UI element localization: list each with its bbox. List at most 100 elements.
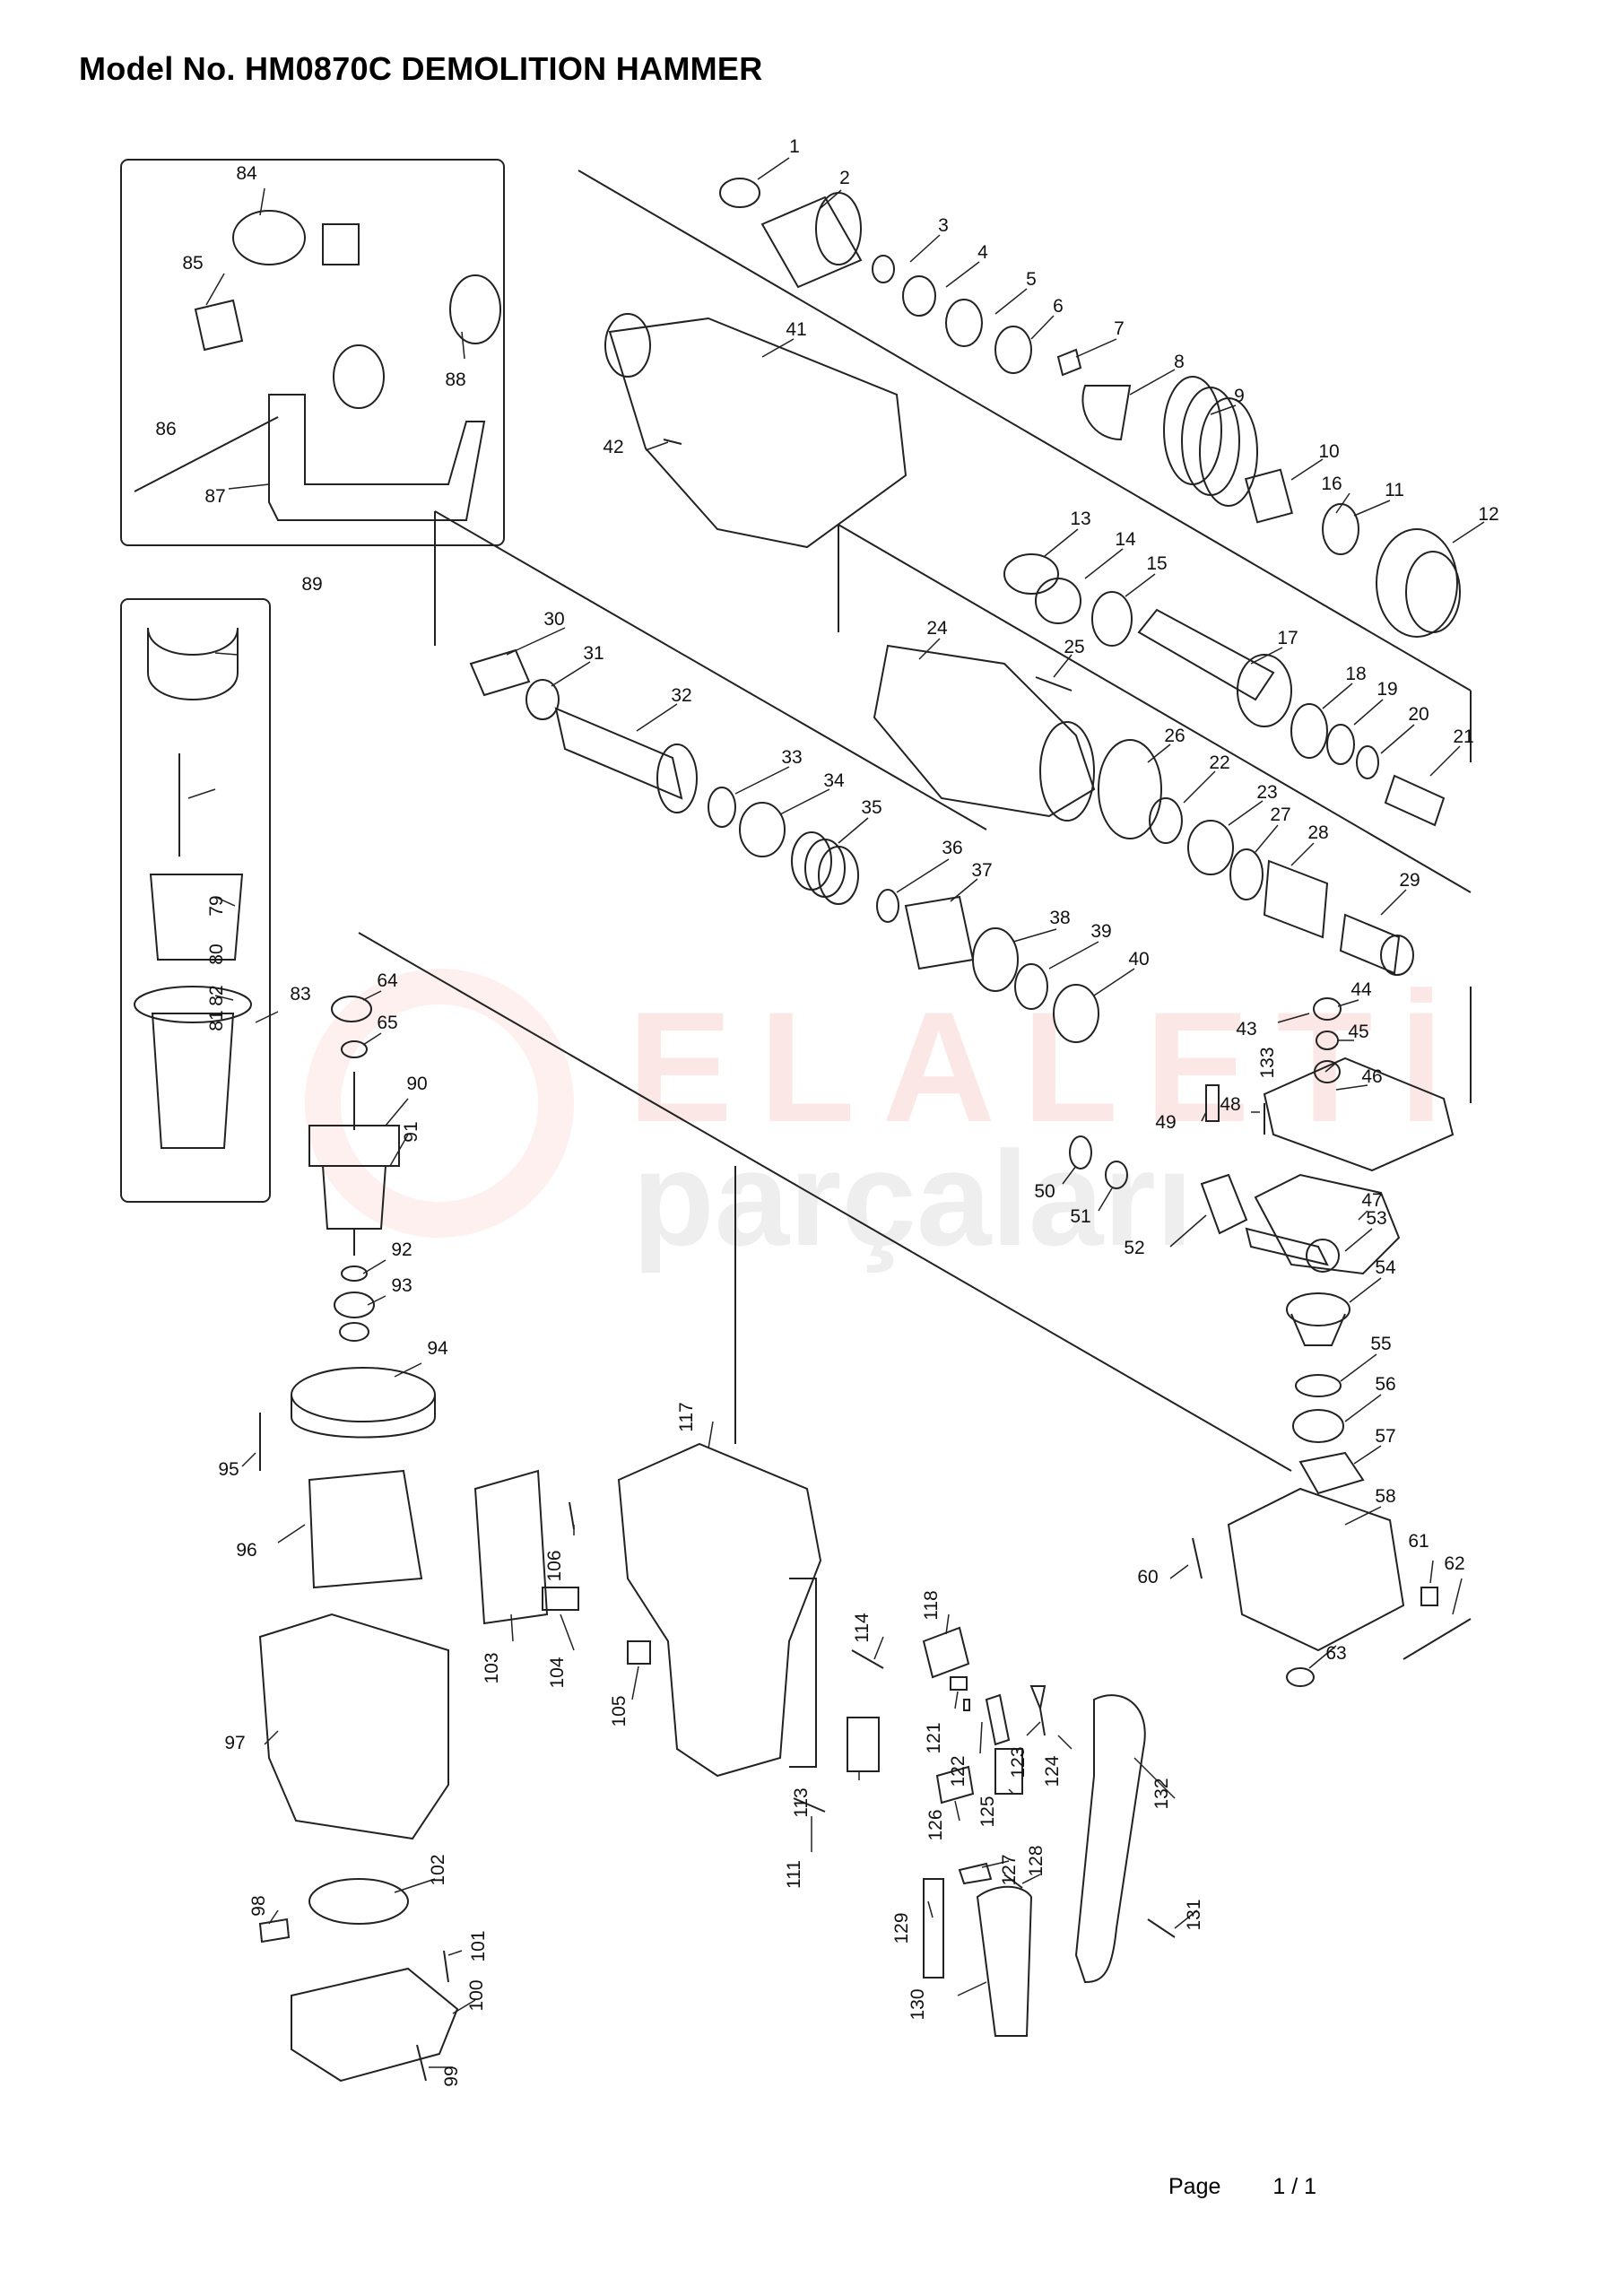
part-number-40: 40 (1128, 949, 1149, 970)
part-number-63: 63 (1325, 1643, 1346, 1664)
part-number-49: 49 (1155, 1112, 1176, 1133)
part-number-91: 91 (401, 1121, 421, 1142)
part-number-44: 44 (1350, 979, 1372, 1000)
part-number-81: 81 (206, 1010, 227, 1031)
part-number-96: 96 (236, 1540, 256, 1561)
part-number-13: 13 (1070, 509, 1090, 529)
part-number-1: 1 (789, 136, 800, 157)
part-number-11: 11 (1385, 480, 1404, 500)
part-number-35: 35 (861, 797, 881, 818)
part-number-88: 88 (445, 370, 465, 390)
part-number-12: 12 (1478, 504, 1498, 525)
part-number-57: 57 (1375, 1426, 1395, 1447)
part-number-122: 122 (948, 1755, 968, 1787)
part-number-47: 47 (1361, 1190, 1382, 1211)
part-number-127: 127 (999, 1854, 1020, 1885)
part-number-98: 98 (248, 1895, 269, 1916)
part-number-82: 82 (206, 985, 227, 1005)
part-number-46: 46 (1361, 1066, 1382, 1087)
handle-kit-box (120, 159, 505, 546)
part-number-133: 133 (1257, 1047, 1278, 1078)
part-number-56: 56 (1375, 1374, 1395, 1395)
page-title: Model No. HM0870C DEMOLITION HAMMER (79, 50, 763, 87)
part-number-8: 8 (1174, 352, 1185, 372)
part-number-94: 94 (427, 1338, 448, 1359)
part-number-10: 10 (1318, 441, 1339, 462)
part-number-55: 55 (1370, 1334, 1391, 1354)
part-number-9: 9 (1234, 386, 1245, 406)
part-number-42: 42 (603, 437, 623, 457)
part-number-61: 61 (1408, 1531, 1429, 1552)
part-number-43: 43 (1236, 1019, 1256, 1039)
part-number-5: 5 (1026, 269, 1037, 290)
part-number-32: 32 (671, 685, 691, 706)
part-number-84: 84 (236, 163, 257, 184)
part-number-4: 4 (977, 242, 988, 263)
part-number-37: 37 (971, 860, 992, 881)
part-number-16: 16 (1321, 474, 1342, 494)
part-number-60: 60 (1137, 1567, 1158, 1587)
part-number-129: 129 (891, 1912, 912, 1944)
part-number-87: 87 (204, 486, 225, 507)
part-number-21: 21 (1453, 726, 1473, 747)
side-grip-box (120, 598, 271, 1203)
part-number-53: 53 (1366, 1208, 1386, 1229)
part-number-111: 111 (784, 1860, 804, 1889)
part-number-97: 97 (224, 1733, 245, 1753)
part-number-28: 28 (1307, 822, 1328, 843)
part-number-30: 30 (543, 609, 564, 630)
part-number-50: 50 (1034, 1181, 1055, 1202)
part-number-48: 48 (1220, 1094, 1240, 1115)
part-number-2: 2 (839, 168, 850, 188)
page-label: Page (1168, 2174, 1221, 2199)
part-number-126: 126 (925, 1809, 946, 1840)
part-number-89: 89 (301, 574, 322, 595)
part-number-103: 103 (482, 1652, 502, 1683)
part-number-22: 22 (1209, 752, 1229, 773)
part-number-39: 39 (1090, 921, 1111, 942)
part-number-113: 113 (791, 1787, 812, 1817)
part-number-125: 125 (977, 1796, 998, 1827)
part-number-15: 15 (1146, 553, 1167, 574)
part-number-130: 130 (908, 1988, 928, 2020)
part-number-34: 34 (823, 770, 845, 791)
page-number: 1 / 1 (1272, 2174, 1317, 2199)
part-number-52: 52 (1124, 1238, 1144, 1258)
part-number-90: 90 (406, 1074, 427, 1094)
part-number-83: 83 (290, 984, 310, 1004)
part-number-132: 132 (1151, 1778, 1172, 1809)
part-number-86: 86 (155, 419, 176, 439)
part-number-23: 23 (1256, 782, 1277, 803)
part-number-100: 100 (466, 1979, 487, 2011)
part-number-93: 93 (391, 1275, 412, 1296)
part-number-18: 18 (1345, 664, 1366, 684)
part-number-114: 114 (852, 1613, 873, 1643)
part-number-17: 17 (1277, 628, 1298, 648)
part-number-38: 38 (1049, 908, 1070, 928)
part-number-121: 121 (924, 1722, 944, 1753)
part-number-105: 105 (609, 1695, 630, 1726)
part-number-31: 31 (583, 643, 604, 664)
part-number-27: 27 (1270, 804, 1290, 825)
part-number-79: 79 (206, 895, 227, 916)
part-number-92: 92 (391, 1239, 412, 1260)
part-number-102: 102 (428, 1854, 448, 1885)
part-number-36: 36 (942, 838, 962, 858)
part-number-99: 99 (441, 2066, 462, 2086)
part-number-20: 20 (1408, 704, 1429, 725)
part-number-118: 118 (921, 1590, 942, 1620)
part-number-54: 54 (1375, 1257, 1396, 1278)
part-number-58: 58 (1375, 1486, 1395, 1507)
part-number-29: 29 (1399, 870, 1420, 891)
part-number-128: 128 (1026, 1845, 1046, 1876)
part-number-14: 14 (1115, 529, 1136, 550)
part-number-7: 7 (1114, 318, 1125, 339)
part-number-25: 25 (1064, 637, 1084, 657)
part-number-3: 3 (938, 215, 949, 236)
part-number-124: 124 (1042, 1755, 1063, 1787)
part-number-106: 106 (544, 1550, 565, 1581)
part-number-131: 131 (1184, 1899, 1204, 1930)
part-number-33: 33 (781, 747, 802, 768)
part-number-41: 41 (786, 319, 806, 340)
